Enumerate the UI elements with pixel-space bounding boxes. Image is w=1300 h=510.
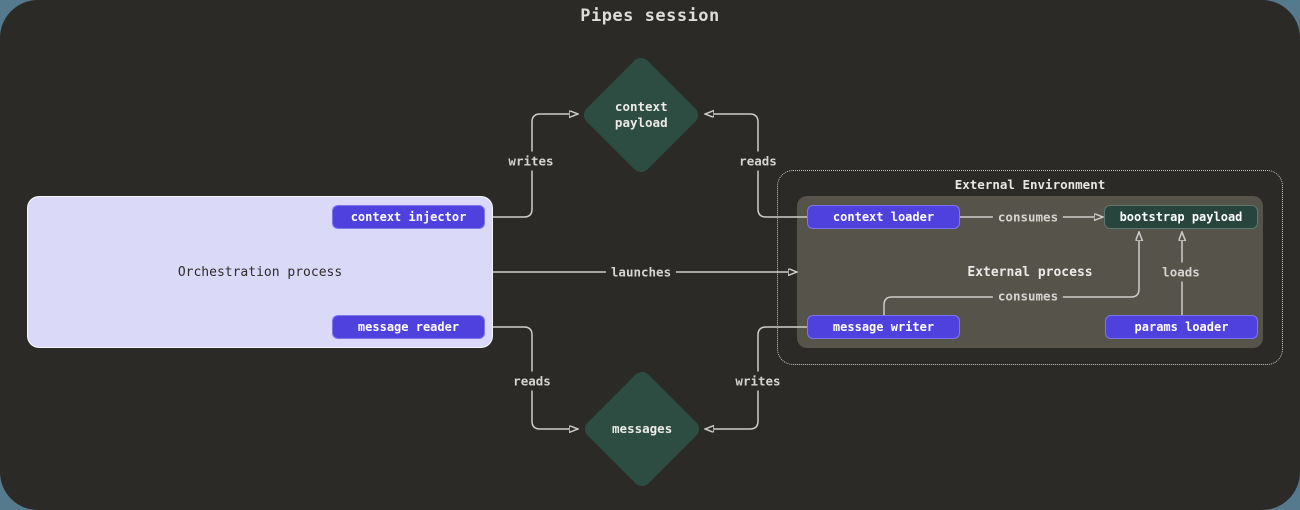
external-environment-group: External Environment bbox=[777, 170, 1283, 365]
edge-label-writes-bottom: writes bbox=[730, 371, 786, 391]
messages-label: messages bbox=[611, 421, 673, 437]
external-environment-label: External Environment bbox=[954, 177, 1106, 192]
message-writer-button: message writer bbox=[807, 315, 960, 339]
messages-node: messages bbox=[581, 368, 703, 490]
message-reader-button: message reader bbox=[332, 315, 485, 339]
context-payload-node: context payload bbox=[580, 54, 702, 176]
bootstrap-payload-button: bootstrap payload bbox=[1104, 205, 1258, 229]
orchestration-process-label: Orchestration process bbox=[177, 264, 343, 280]
edge-label-loads: loads bbox=[1157, 262, 1205, 282]
edge-label-writes-top: writes bbox=[503, 151, 559, 171]
edge-label-launches: launches bbox=[605, 262, 677, 282]
edge-label-consumes-bottom: consumes bbox=[992, 286, 1064, 306]
context-injector-button: context injector bbox=[332, 205, 485, 229]
edge-label-reads-top: reads bbox=[734, 151, 782, 171]
params-loader-button: params loader bbox=[1105, 315, 1258, 339]
edge-label-reads-bottom: reads bbox=[508, 371, 556, 391]
edge-label-consumes-top: consumes bbox=[992, 207, 1064, 227]
diagram-title: Pipes session bbox=[580, 6, 720, 26]
context-payload-label: context payload bbox=[614, 99, 668, 130]
context-loader-button: context loader bbox=[807, 205, 960, 229]
